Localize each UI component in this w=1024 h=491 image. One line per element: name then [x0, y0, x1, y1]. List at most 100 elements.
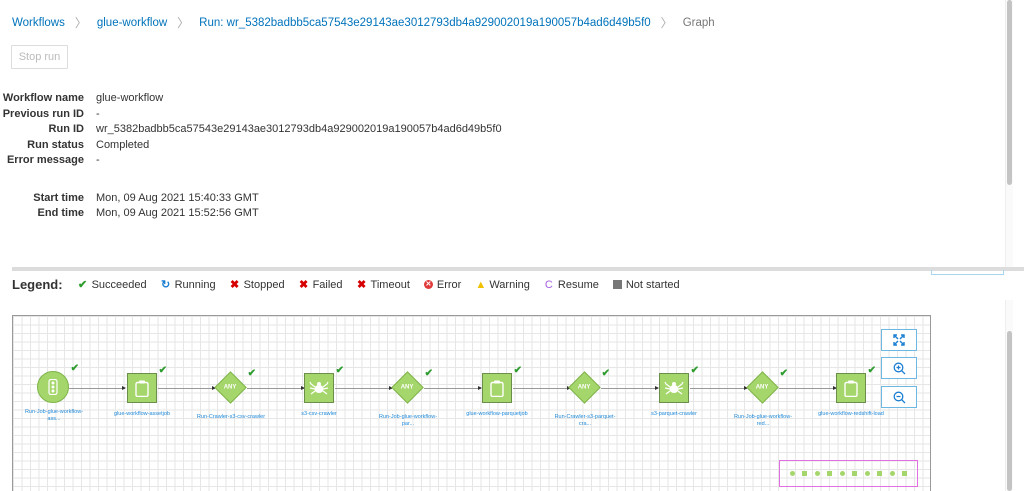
- graph-node-job[interactable]: ✔ glue-workflow-parquetjob: [462, 365, 532, 418]
- legend-timeout: ✖Timeout: [356, 278, 410, 292]
- legend-warning: ▲Warning: [475, 278, 530, 291]
- graph-edge: [247, 386, 305, 390]
- detail-value: wr_5382badbb5ca57543e29143ae3012793db4a9…: [96, 123, 502, 135]
- legend-failed: ✖Failed: [298, 278, 343, 292]
- graph-node-condition[interactable]: ANY ✔ Run-Job-glue-workflow-par...: [373, 368, 443, 428]
- legend-stopped: ✖Stopped: [229, 278, 285, 292]
- breadcrumb-run[interactable]: Run: wr_5382badbb5ca57543e29143ae3012793…: [199, 16, 651, 29]
- zoom-in-button[interactable]: [881, 357, 917, 379]
- detail-error-message: Error message -: [0, 153, 502, 169]
- graph-node-condition[interactable]: ANY ✔ Run-Crawler-s3-csv-crawler: [196, 368, 266, 421]
- node-label[interactable]: s3-csv-crawler: [301, 411, 337, 417]
- detail-run-status: Run status Completed: [0, 138, 502, 154]
- breadcrumb-graph: Graph: [682, 16, 715, 29]
- graph-node-condition[interactable]: ANY ✔ Run-Job-glue-workflow-red...: [728, 368, 798, 428]
- node-label[interactable]: Run-Job-glue-workflow-par...: [378, 414, 438, 427]
- zoom-out-icon: [893, 391, 905, 403]
- square-icon: [612, 280, 622, 289]
- detail-key: Start time: [33, 191, 84, 204]
- details-scrollbar-thumb[interactable]: [1007, 0, 1012, 185]
- node-label[interactable]: Run-Crawler-s3-csv-crawler: [196, 414, 266, 420]
- trigger-node-shape: [37, 371, 69, 403]
- run-details: Workflow name glue-workflow Previous run…: [0, 91, 502, 222]
- succeeded-check-icon: ✔: [424, 368, 433, 379]
- breadcrumb-workflows[interactable]: Workflows: [12, 16, 65, 29]
- detail-value: -: [96, 107, 100, 120]
- stop-run-button[interactable]: Stop run: [11, 45, 68, 69]
- succeeded-check-icon: ✔: [335, 365, 344, 376]
- legend-running: ↻Running: [161, 278, 216, 292]
- minimap-node: [852, 471, 858, 476]
- detail-value: -: [96, 154, 100, 166]
- detail-key: Error message: [6, 154, 84, 166]
- succeeded-check-icon: ✔: [690, 365, 699, 376]
- refresh-icon: ↻: [161, 279, 171, 291]
- minimap-node: [802, 471, 808, 476]
- graph-node-crawler[interactable]: ✔ s3-parquet-crawler: [639, 365, 709, 418]
- spider-icon: [309, 381, 329, 395]
- graph-node-crawler[interactable]: ✔ s3-csv-crawler: [284, 365, 354, 418]
- any-condition-shape: ANY: [568, 371, 601, 404]
- minimap-node: [864, 471, 870, 476]
- graph-node-job[interactable]: ✔ glue-workflow-assetjob: [107, 365, 177, 418]
- zoom-in-icon: [893, 362, 905, 374]
- detail-key: Previous run ID: [2, 107, 84, 120]
- check-icon: ✔: [77, 279, 88, 291]
- graph-node-job[interactable]: ✔ glue-workflow-redshift-load: [816, 365, 886, 418]
- clipboard-icon: [490, 380, 504, 397]
- legend: Legend: ✔Succeeded ↻Running ✖Stopped ✖Fa…: [12, 277, 694, 292]
- detail-key: Workflow name: [2, 92, 84, 104]
- detail-value: Mon, 09 Aug 2021 15:40:33 GMT: [96, 191, 259, 204]
- node-label[interactable]: Run-Crawler-s3-parquet-cra...: [554, 414, 616, 427]
- legend-not-started: Not started: [612, 279, 680, 291]
- detail-end-time: End time Mon, 09 Aug 2021 15:52:56 GMT: [0, 206, 502, 222]
- job-node-shape: [127, 373, 157, 403]
- detail-value: Completed: [96, 138, 150, 151]
- crawler-node-shape: [659, 373, 689, 403]
- succeeded-check-icon: ✔: [779, 368, 788, 379]
- detail-run-id: Run ID wr_5382badbb5ca57543e29143ae30127…: [0, 122, 502, 138]
- succeeded-check-icon: ✔: [513, 365, 522, 376]
- minimap-node: [902, 471, 908, 476]
- node-label[interactable]: Run-Job-glue-workflow-ass...: [24, 409, 84, 422]
- minimap-node: [889, 471, 895, 476]
- crawler-node-shape: [304, 373, 334, 403]
- detail-workflow-name: Workflow name glue-workflow: [0, 91, 502, 107]
- node-label[interactable]: glue-workflow-redshift-load: [818, 411, 884, 417]
- splitter-handle[interactable]: [931, 270, 1004, 275]
- graph-minimap[interactable]: [779, 460, 918, 487]
- workflow-graph-canvas[interactable]: ✔ Run-Job-glue-workflow-ass... ✔ glue-wo…: [12, 315, 931, 491]
- graph-edge: [601, 386, 659, 390]
- minimap-node: [814, 471, 820, 476]
- job-node-shape: [836, 373, 866, 403]
- any-condition-shape: ANY: [391, 371, 424, 404]
- legend-succeeded: ✔Succeeded: [77, 278, 147, 292]
- breadcrumb: Workflows 〉 glue-workflow 〉 Run: wr_5382…: [12, 14, 715, 31]
- detail-value: Mon, 09 Aug 2021 15:52:56 GMT: [96, 207, 259, 219]
- graph-edge: [335, 386, 393, 390]
- fit-to-screen-button[interactable]: [881, 329, 917, 351]
- succeeded-check-icon: ✔: [601, 368, 610, 379]
- succeeded-check-icon: ✔: [867, 365, 876, 376]
- x-icon: ✖: [229, 279, 240, 291]
- resume-icon: C: [544, 278, 553, 291]
- spider-icon: [664, 381, 684, 395]
- succeeded-check-icon: ✔: [70, 363, 79, 374]
- graph-node-trigger[interactable]: ✔ Run-Job-glue-workflow-ass...: [19, 363, 89, 423]
- node-label[interactable]: glue-workflow-parquetjob: [466, 411, 528, 417]
- node-label[interactable]: glue-workflow-assetjob: [114, 411, 170, 417]
- detail-start-time: Start time Mon, 09 Aug 2021 15:40:33 GMT: [0, 191, 502, 207]
- error-circle-icon: ✕: [423, 280, 433, 289]
- graph-scrollbar-thumb[interactable]: [1007, 331, 1012, 491]
- minimap-node: [789, 471, 795, 476]
- breadcrumb-glue-workflow[interactable]: glue-workflow: [96, 16, 168, 29]
- zoom-out-button[interactable]: [881, 386, 917, 408]
- pane-splitter[interactable]: [12, 267, 1024, 271]
- detail-key: End time: [37, 207, 84, 219]
- node-label[interactable]: s3-parquet-crawler: [651, 411, 697, 417]
- node-label[interactable]: Run-Job-glue-workflow-red...: [733, 414, 793, 427]
- any-condition-shape: ANY: [746, 371, 779, 404]
- x-icon: ✖: [356, 279, 367, 291]
- minimap-node: [839, 471, 845, 476]
- graph-node-condition[interactable]: ANY ✔ Run-Crawler-s3-parquet-cra...: [550, 368, 620, 428]
